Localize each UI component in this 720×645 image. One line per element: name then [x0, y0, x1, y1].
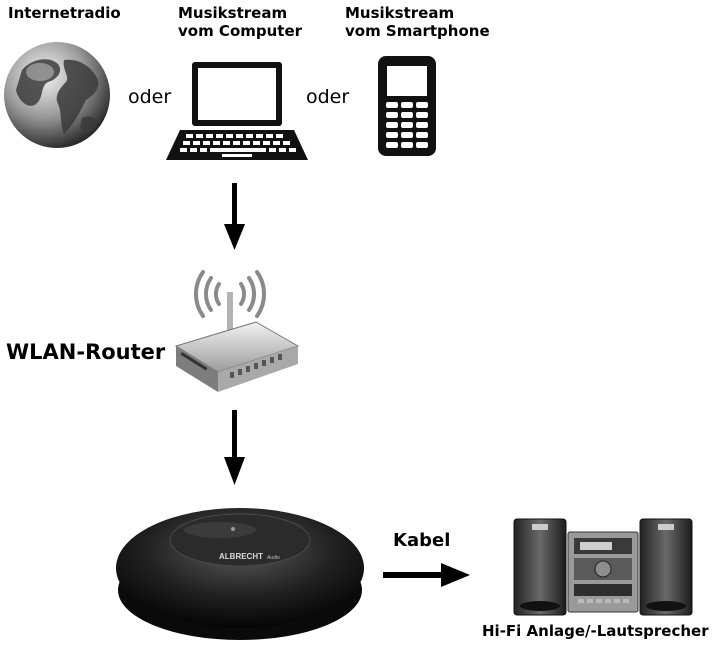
audio-receiver-icon: ALBRECHT Audio — [116, 508, 364, 640]
label-router: WLAN-Router — [6, 340, 166, 364]
label-oder-1: oder — [128, 86, 172, 108]
label-oder-2: oder — [306, 86, 350, 108]
label-hifi: Hi-Fi Anlage/-Lautsprecher — [482, 622, 709, 640]
arrow-computer-to-router — [224, 183, 245, 250]
router-icon — [174, 270, 300, 392]
hifi-system-icon — [513, 518, 693, 616]
label-smartphone-line1: Musikstream — [345, 4, 455, 22]
brand-text: ALBRECHT — [219, 552, 263, 561]
arrow-router-to-receiver — [224, 410, 245, 485]
phone-icon — [378, 56, 436, 156]
label-computer-line2: vom Computer — [178, 22, 303, 40]
laptop-icon — [166, 62, 308, 160]
brand-sub-text: Audio — [266, 555, 280, 561]
label-smartphone-line2: vom Smartphone — [345, 22, 490, 40]
label-computer-line1: Musikstream — [178, 4, 288, 22]
globe-icon — [4, 42, 110, 148]
label-kabel: Kabel — [393, 530, 451, 551]
label-computer: Musikstream vom Computer — [178, 4, 302, 40]
arrow-receiver-to-hifi — [383, 563, 470, 587]
label-smartphone: Musikstream vom Smartphone — [345, 4, 490, 40]
label-internetradio: Internetradio — [8, 4, 121, 22]
